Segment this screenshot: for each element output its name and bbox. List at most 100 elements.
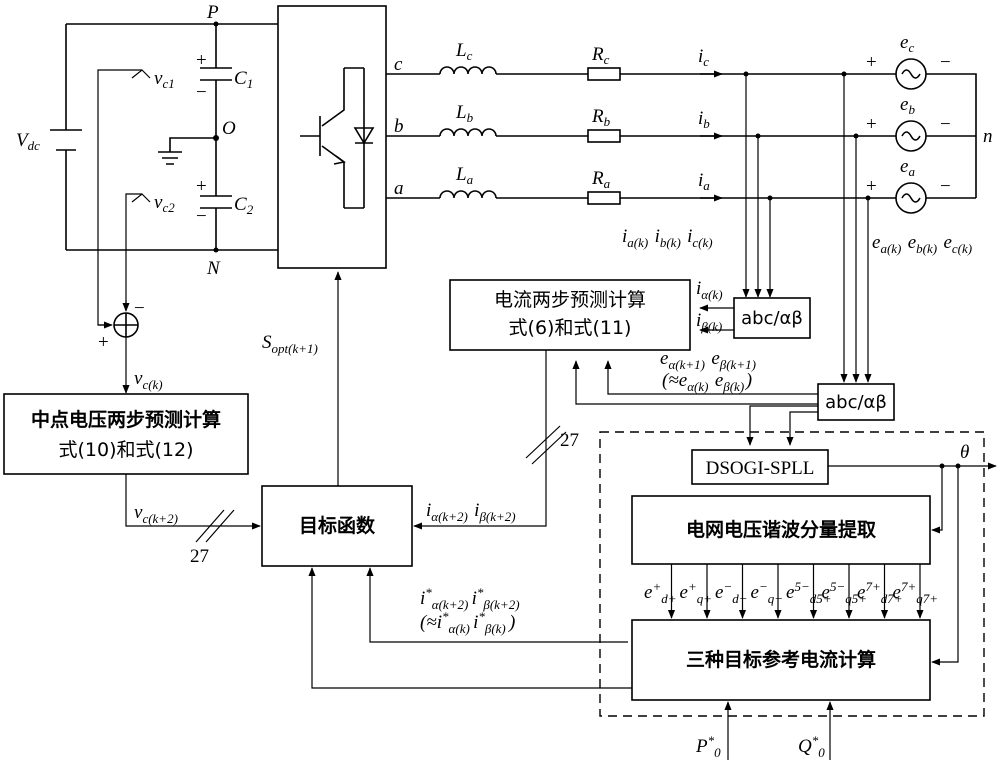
vc1-label: vc1	[154, 68, 175, 91]
c1-plus: +	[196, 50, 207, 71]
current-pred-title-2: 式(6)和式(11)	[509, 317, 632, 339]
e-alphabeta-k1-label: eα(k+1) eβ(k+1)	[660, 348, 758, 372]
ref-calc-title: 三种目标参考电流计算	[686, 648, 876, 671]
i-ref-approx-label: (≈i*α(k) i*β(k) )	[420, 609, 515, 636]
phase-c-label: c	[394, 54, 403, 75]
inductor-c-icon	[439, 66, 497, 75]
Rc-label: Rc	[591, 44, 610, 67]
harmonic-labels: e+d+ e+q+ e−d− e−q− e5−d5+ e5−q5+ e7+d7+…	[644, 579, 938, 606]
i-beta-k-label: iβ(k)	[696, 310, 724, 334]
abc-ab-2-title: abc/αβ	[825, 392, 887, 413]
c2-label: C2	[234, 194, 254, 217]
dc-link	[50, 21, 278, 253]
current-pred-title-1: 电流两步预测计算	[494, 289, 646, 311]
c1-minus: −	[196, 82, 207, 103]
c1-label: C1	[234, 68, 253, 91]
ib-label: ib	[698, 108, 710, 131]
resistor-a-icon	[587, 191, 621, 205]
i-alphabeta-k2-label: iα(k+2) iβ(k+2)	[426, 500, 517, 524]
np-pred-title-1: 中点电压两步预测计算	[31, 408, 221, 431]
i-ref-k2-label: i*α(k+2) i*β(k+2)	[420, 585, 520, 612]
vc-k-label: vc(k)	[134, 368, 164, 392]
harmonic-label: e−q−	[751, 579, 784, 606]
harmonic-label: e5−q5+	[822, 579, 868, 606]
sum-plus: +	[98, 332, 109, 353]
pll-connections	[724, 462, 997, 760]
vc2-label: vc2	[154, 192, 175, 215]
objective-function-block	[261, 485, 413, 567]
voltage-probes	[97, 69, 151, 326]
harmonic-extraction-block	[631, 495, 931, 565]
inductor-a-icon	[439, 190, 497, 199]
phase-lines	[386, 58, 977, 214]
harmonic-label: e+d+	[644, 579, 677, 606]
np-voltage-prediction-block	[3, 393, 249, 475]
svg-text:−: −	[940, 114, 951, 135]
harmonic-arrows	[667, 564, 924, 619]
c2-minus: −	[196, 206, 207, 227]
inverter-block	[277, 5, 387, 269]
bus-width-27-b: 27	[190, 546, 209, 567]
vc-k2-label: vc(k+2)	[134, 502, 180, 526]
ia-label: ia	[698, 170, 710, 193]
bus-width-27-a: 27	[560, 430, 579, 451]
grid-source-c-icon	[895, 58, 927, 90]
ea-label: ea	[900, 156, 915, 179]
theta-label: θ	[960, 442, 969, 463]
harmonic-label: e5−d5+	[786, 579, 832, 606]
svg-text:+: +	[866, 114, 877, 135]
objective-connections	[125, 271, 632, 689]
Rb-label: Rb	[591, 106, 611, 129]
reference-current-block	[631, 619, 931, 701]
harmonic-label: e7+d7+	[857, 579, 903, 606]
Lc-label: Lc	[455, 40, 473, 63]
harmonic-extract-title: 电网电压谐波分量提取	[686, 518, 876, 541]
harmonic-label: e7+q7+	[893, 579, 939, 606]
current-prediction-block	[449, 279, 691, 351]
svg-text:+: +	[866, 176, 877, 197]
P0-label: P*0	[695, 733, 722, 760]
ic-label: ic	[698, 46, 709, 69]
ec-label: ec	[900, 32, 914, 55]
Q0-label: Q*0	[798, 733, 826, 760]
current-sensing	[699, 71, 811, 339]
np-pred-title-2: 式(10)和式(12)	[58, 439, 193, 461]
inductor-b-icon	[439, 128, 497, 137]
node-P: P	[206, 2, 219, 23]
voltage-sensing	[572, 71, 895, 446]
c2-plus: +	[196, 176, 207, 197]
s-opt-label: Sopt(k+1)	[262, 332, 319, 356]
grid-source-a-icon	[895, 182, 927, 214]
harmonic-label: e+q+	[680, 579, 713, 606]
e-abc-k-label: ea(k) eb(k) ec(k)	[872, 232, 974, 256]
harmonic-label: e−d−	[715, 579, 748, 606]
phase-a-label: a	[394, 178, 404, 199]
vdc-label: Vdc	[16, 130, 40, 153]
La-label: La	[455, 164, 474, 187]
Ra-label: Ra	[591, 168, 611, 191]
reference-generation-region	[599, 431, 985, 717]
i-abc-k-label: ia(k) ib(k) ic(k)	[622, 226, 714, 250]
ground-icon	[158, 137, 216, 165]
summing-junction	[98, 300, 139, 394]
svg-text:+: +	[866, 52, 877, 73]
signal-labels: ia(k) ib(k) ic(k) ea(k) eb(k) ec(k) iα(k…	[134, 226, 974, 760]
block-labels: 电流两步预测计算 式(6)和式(11) 中点电压两步预测计算 式(10)和式(1…	[31, 289, 887, 671]
grid-source-b-icon	[895, 120, 927, 152]
sum-minus: −	[134, 298, 145, 319]
pll-title: DSOGI-SPLL	[706, 458, 815, 479]
eb-label: eb	[900, 94, 915, 117]
phase-b-label: b	[394, 116, 404, 137]
e-alphabeta-approx-label: (≈eα(k) eβ(k) )	[662, 370, 752, 394]
node-N: N	[206, 258, 221, 279]
pll-block	[691, 449, 829, 485]
abc-ab-1-title: abc/αβ	[741, 308, 803, 329]
i-alpha-k-label: iα(k)	[696, 278, 724, 302]
resistor-c-icon	[587, 67, 621, 81]
svg-text:−: −	[940, 52, 951, 73]
svg-text:−: −	[940, 176, 951, 197]
resistor-b-icon	[587, 129, 621, 143]
Lb-label: Lb	[455, 102, 474, 125]
